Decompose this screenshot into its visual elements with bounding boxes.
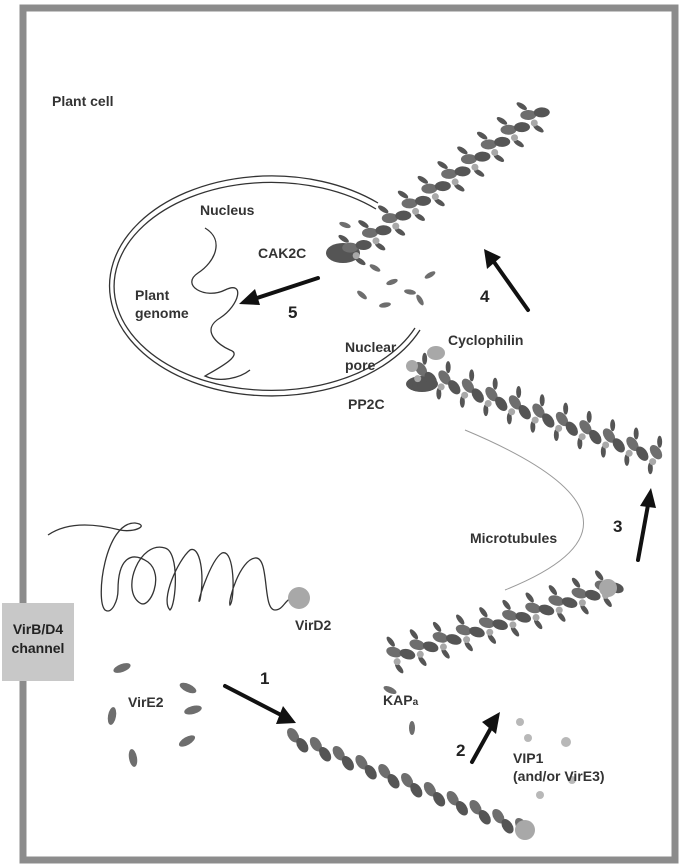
step-1-label: 1 (260, 669, 269, 688)
vire2-label: VirE2 (128, 694, 164, 710)
vip1-label-line2: (and/or VirE3) (513, 768, 605, 784)
vird2-label: VirD2 (295, 617, 332, 633)
arrow-step-3 (638, 505, 648, 560)
step-arrowheads (239, 249, 656, 734)
vip1-label-line1: VIP1 (513, 750, 544, 766)
plant-cell-label: Plant cell (52, 93, 113, 109)
filament-microtubule-upper (412, 353, 664, 474)
vire2-protein (339, 221, 352, 230)
pore-protein (406, 360, 418, 372)
vire2-protein (424, 270, 437, 280)
arrow-step-4 (494, 262, 528, 310)
step-5-label: 5 (288, 303, 297, 322)
virb-d4-label-line1: VirB/D4 (13, 621, 64, 637)
nuclear-pore-label-line1: Nuclear (345, 339, 397, 355)
step-3-label: 3 (613, 517, 622, 536)
cyclophilin-label: Cyclophilin (448, 332, 523, 348)
kapa-label: KAPa (383, 692, 419, 708)
pp2c-label: PP2C (348, 396, 385, 412)
filament-nucleus-entry (337, 101, 550, 267)
arrow-step-5 (254, 278, 318, 299)
microtubules-label: Microtubules (470, 530, 557, 546)
nuclear-pore-label-line2: pore (345, 357, 376, 373)
nucleus-label: Nucleus (200, 202, 255, 218)
cak2c-label: CAK2C (258, 245, 306, 261)
vire2-protein (369, 263, 382, 273)
step-arrows (225, 262, 648, 762)
virb-d4-label-line2: channel (12, 640, 65, 656)
vire2-protein (379, 301, 392, 308)
vire2-protein (415, 294, 425, 307)
vire2-protein (404, 288, 417, 295)
arrow-step-2 (472, 726, 492, 762)
plant-genome-label-line1: Plant (135, 287, 170, 303)
vire2-protein (386, 278, 399, 287)
kapa-protein-2 (409, 721, 415, 735)
filament-microtubule-lower (385, 569, 625, 675)
cyclophilin-protein (427, 346, 445, 360)
step-2-label: 2 (456, 741, 465, 760)
microtubule-path (465, 430, 584, 590)
t-dna-strand (48, 523, 298, 611)
step-4-label: 4 (480, 287, 490, 306)
filament-end-cap (599, 579, 617, 597)
vird2-protein (288, 587, 310, 609)
vire2-protein (356, 289, 368, 301)
t-complex-filaments (285, 101, 665, 840)
t-complex-end-cap (515, 820, 535, 840)
plant-genome-label-line2: genome (135, 305, 189, 321)
vire2-proteins (106, 661, 202, 767)
arrow-step-1 (225, 686, 283, 716)
filament-t-complex (285, 726, 530, 836)
